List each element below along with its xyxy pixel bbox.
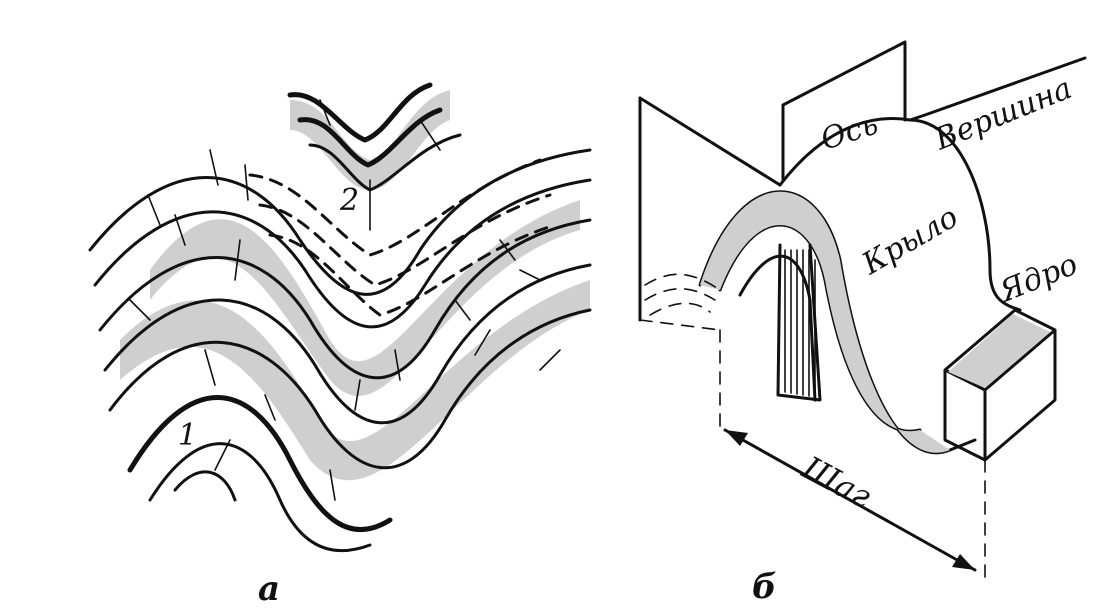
label-wavelength: Шаг bbox=[795, 448, 877, 516]
label-axis: Ось bbox=[817, 106, 883, 157]
label-core: Ядро bbox=[993, 247, 1083, 310]
end-block bbox=[943, 308, 1057, 462]
caption-a: а bbox=[258, 569, 280, 609]
core-hatch bbox=[776, 243, 822, 402]
panel-b-fold-block: Ось Вершина Крыло Ядро Шаг б bbox=[638, 40, 1087, 607]
panel-a-fold-cross-section: 1 2 а bbox=[88, 82, 592, 609]
caption-b: б bbox=[752, 567, 777, 607]
label-crest: Вершина bbox=[929, 71, 1077, 158]
axial-plane bbox=[781, 40, 907, 182]
label-limb: Крыло bbox=[856, 200, 964, 283]
label-syncline: 2 bbox=[339, 183, 359, 218]
label-anticline: 1 bbox=[178, 418, 197, 453]
wavelength-arrow bbox=[723, 428, 977, 572]
